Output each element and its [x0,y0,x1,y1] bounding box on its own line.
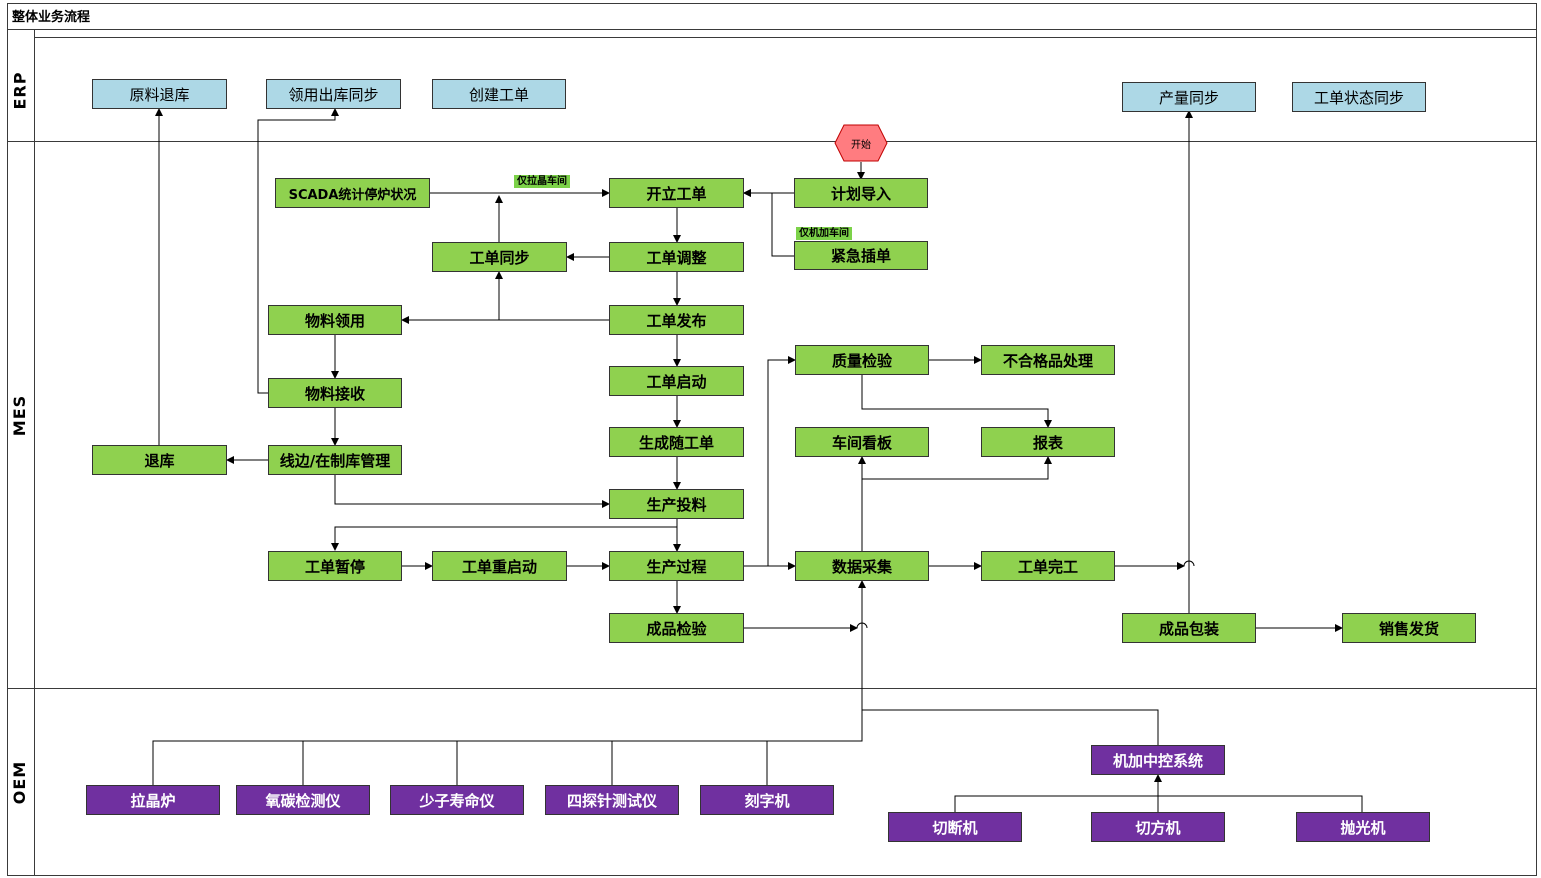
wo-start-node[interactable]: 工单启动 [609,366,744,396]
crystal-furnace-node[interactable]: 拉晶炉 [86,785,220,815]
shop-board-node[interactable]: 车间看板 [795,427,929,457]
start-label: 开始 [851,139,871,151]
squarer-node[interactable]: 切方机 [1091,812,1225,842]
erp-output-sync-node[interactable]: 产量同步 [1122,82,1256,112]
marker-node[interactable]: 刻字机 [700,785,834,815]
line-wip-node[interactable]: 线边/在制库管理 [268,445,402,475]
material-receive-node[interactable]: 物料接收 [268,378,402,408]
data-collect-node[interactable]: 数据采集 [795,551,929,581]
wo-sync-node[interactable]: 工单同步 [432,242,567,272]
open-wo-node[interactable]: 开立工单 [609,178,744,208]
wo-pause-node[interactable]: 工单暂停 [268,551,402,581]
plan-import-node[interactable]: 计划导入 [794,178,928,208]
wo-complete-node[interactable]: 工单完工 [981,551,1115,581]
machining-ctrl-node[interactable]: 机加中控系统 [1091,745,1225,775]
material-issue-node[interactable]: 物料领用 [268,305,402,335]
erp-raw-return-node[interactable]: 原料退库 [92,79,227,109]
nonconforming-node[interactable]: 不合格品处理 [981,345,1115,375]
oc-tester-node[interactable]: 氧碳检测仪 [236,785,370,815]
cutter-node[interactable]: 切断机 [888,812,1022,842]
report-node[interactable]: 报表 [981,427,1115,457]
erp-mes-divider [7,141,1537,142]
diagram-title: 整体业务流程 [12,10,91,25]
lifetime-tester-node[interactable]: 少子寿命仪 [390,785,524,815]
erp-wo-status-sync-node[interactable]: 工单状态同步 [1292,82,1426,112]
wo-restart-node[interactable]: 工单重启动 [432,551,567,581]
final-inspect-node[interactable]: 成品检验 [609,613,744,643]
erp-create-wo-node[interactable]: 创建工单 [432,79,566,109]
prod-feed-node[interactable]: 生产投料 [609,489,744,519]
packaging-node[interactable]: 成品包装 [1122,613,1256,643]
erp-top-line [34,37,1536,38]
four-probe-node[interactable]: 四探针测试仪 [545,785,679,815]
mes-oem-divider [7,688,1537,689]
polisher-node[interactable]: 抛光机 [1296,812,1430,842]
gen-traveler-node[interactable]: 生成随工单 [609,427,744,457]
tag-crystal-only: 仅拉晶车间 [514,175,570,188]
quality-check-node[interactable]: 质量检验 [795,345,929,375]
sales-ship-node[interactable]: 销售发货 [1342,613,1476,643]
wo-adjust-node[interactable]: 工单调整 [609,242,744,272]
diagram-frame [7,3,1537,876]
prod-process-node[interactable]: 生产过程 [609,551,744,581]
urgent-insert-node[interactable]: 紧急插单 [794,241,928,270]
return-stock-node[interactable]: 退库 [92,445,227,475]
erp-issue-sync-node[interactable]: 领用出库同步 [266,79,401,109]
scada-node[interactable]: SCADA统计停炉状况 [275,178,430,208]
lane-label-divider [34,29,35,876]
tag-machining-only: 仅机加车间 [796,227,852,240]
start-node[interactable] [834,124,888,162]
title-divider [7,29,1537,30]
wo-release-node[interactable]: 工单发布 [609,305,744,335]
